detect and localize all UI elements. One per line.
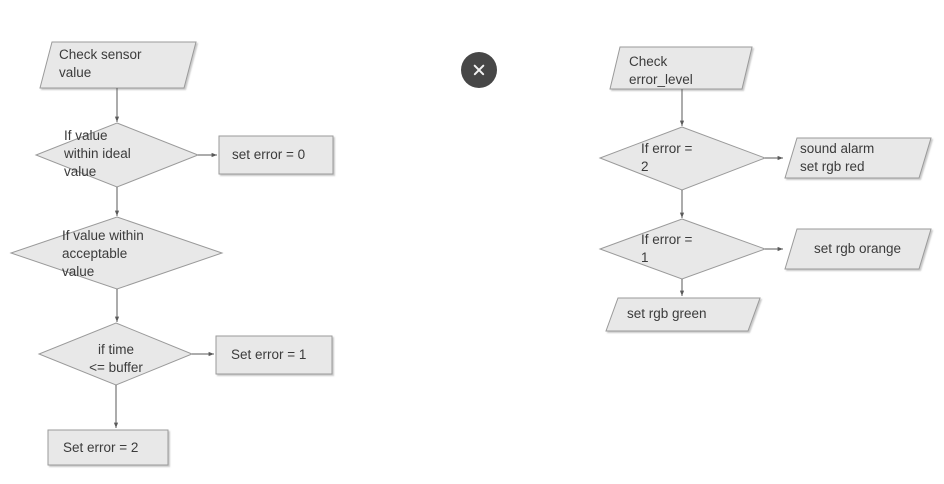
node-set-error-2[interactable] xyxy=(47,429,169,466)
node-sound-alarm-set-rgb-red[interactable] xyxy=(784,137,932,179)
close-button[interactable] xyxy=(461,52,497,88)
node-if-value-within-ideal-value[interactable] xyxy=(34,122,200,188)
node-if-error-1[interactable] xyxy=(598,218,767,280)
node-check-sensor-value[interactable] xyxy=(39,41,197,89)
close-icon xyxy=(472,63,486,77)
node-check-error-level[interactable] xyxy=(609,46,753,90)
node-set-error-1[interactable] xyxy=(215,335,333,375)
node-set-rgb-orange[interactable] xyxy=(784,228,932,270)
node-if-time-le-buffer[interactable] xyxy=(37,322,194,386)
node-set-error-0[interactable] xyxy=(218,135,334,175)
node-set-rgb-green[interactable] xyxy=(605,297,761,332)
node-if-value-within-acceptable-value[interactable] xyxy=(9,216,224,290)
node-if-error-2[interactable] xyxy=(598,126,767,191)
